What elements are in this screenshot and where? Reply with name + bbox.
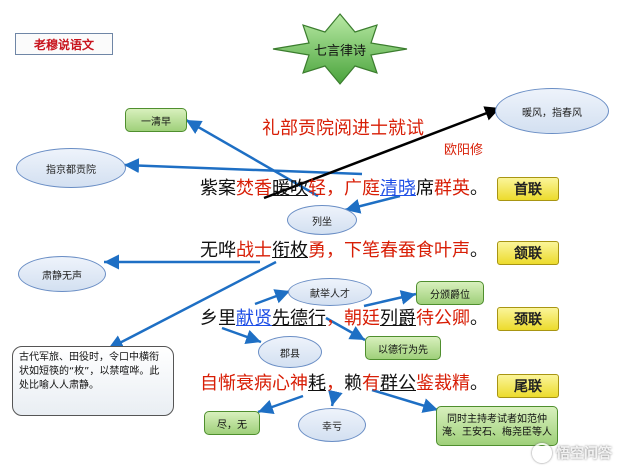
poem-author: 欧阳修 (444, 143, 484, 158)
poem-line-3: 乡里献贤先德行，朝廷列爵待公卿。 (200, 308, 488, 330)
poem-segment: 。 (470, 178, 488, 199)
poem-line-4: 自惭衰病心神耗，赖有群公鉴裁精。 (200, 373, 488, 395)
poem-segment: 自惭衰病心神 (200, 373, 308, 394)
poem-form-label: 七言律诗 (313, 43, 366, 59)
arrow-lai-to-xingkui (328, 389, 343, 407)
couplet-label-1: 首联 (497, 177, 559, 201)
poem-segment: 衔枚 (272, 240, 308, 261)
note-liezuo: 列坐 (287, 205, 357, 235)
poem-segment: 有 (362, 373, 380, 394)
note-yiqingzao: 一清早 (125, 108, 187, 132)
arrow-qingxiao-to-jingdu (123, 158, 363, 176)
poem-segment: 先德行 (272, 308, 326, 329)
note-fenban-juewei: 分颁爵位 (416, 281, 484, 305)
arrow-qingxiao-to-yiqingzao (185, 118, 319, 198)
poem-segment: ， (326, 373, 344, 394)
poem-segment: 列爵 (380, 308, 416, 329)
arrow-xiangli-to-junxian (221, 326, 262, 344)
poem-segment: 清晓 (380, 178, 416, 199)
poem-segment: 鉴裁精 (416, 373, 470, 394)
poem-segment: 乡里 (200, 308, 236, 329)
note-nuanfeng: 暖风，指春风 (495, 88, 609, 134)
poem-segment: 待公卿 (416, 308, 470, 329)
badge-label: 老穆说语文 (33, 37, 94, 52)
note-sujing-wusheng: 肃静无声 (18, 256, 106, 292)
note-xingkui: 幸亏 (298, 408, 366, 442)
couplet-label-3: 颈联 (497, 307, 559, 331)
poem-segment: 焚香 (236, 178, 272, 199)
poem-segment: 席 (416, 178, 434, 199)
poem-segment: 。 (470, 308, 488, 329)
poem-line-2: 无哗战士衔枚勇，下笔春蚕食叶声。 (200, 240, 488, 262)
poem-segment: 勇，下笔春蚕食叶声 (308, 240, 470, 261)
arrow-qungong-to-tongshi (371, 388, 439, 413)
note-jingdu-gongyuan: 指京都贡院 (16, 148, 126, 188)
poem-segment: 。 (470, 373, 488, 394)
poem-segment: 赖 (344, 373, 362, 394)
poem-segment: ，朝廷 (326, 308, 380, 329)
arrow-xianxian-to-xianju (254, 289, 291, 306)
arrow-hao-to-jinwu (257, 394, 304, 415)
poem-segment: 。 (470, 240, 488, 261)
poem-heading: 礼部贡院阅进士就试 (262, 118, 424, 139)
poem-segment: 无哗 (200, 240, 236, 261)
poem-segment: 暖吹 (272, 178, 308, 199)
poem-segment: 耗 (308, 373, 326, 394)
watermark-text: 悟空问答 (556, 446, 612, 462)
arrow-nuanchui-to-nuanfeng (263, 106, 501, 200)
arrow-dexing-to-yidexing (325, 316, 366, 342)
poem-line-1: 紫案焚香暖吹轻，广庭清晓席群英。 (200, 178, 488, 200)
arrow-liejue-to-fenban (363, 290, 417, 308)
poem-segment: 轻，广庭 (308, 178, 380, 199)
couplet-label-4: 尾联 (497, 374, 559, 398)
note-junxian: 郡县 (258, 336, 322, 368)
note-xianju-rencai: 献举人才 (288, 278, 372, 306)
poem-segment: 群公 (380, 373, 416, 394)
arrow-xi-to-liezuo (344, 194, 401, 214)
poem-segment: 献贤 (236, 308, 272, 329)
couplet-label-2: 颔联 (497, 241, 559, 265)
title-star-shape (272, 13, 408, 85)
paw-icon (532, 443, 552, 463)
arrow-xianmei-to-note (107, 260, 277, 351)
poem-segment: 战士 (236, 240, 272, 261)
watermark: 悟空问答 (532, 442, 612, 464)
note-tongshi-zhuchi: 同时主持考试者如范仲淹、王安石、梅尧臣等人 (436, 406, 558, 446)
poem-segment: 群英 (434, 178, 470, 199)
poem-segment: 紫案 (200, 178, 236, 199)
note-gudai-junlv: 古代军旅、田役时，令口中横衔状如短筷的“枚”，以禁喧哗。此处比喻人人肃静。 (12, 346, 174, 416)
note-jin-wu: 尽，无 (204, 411, 260, 435)
badge: 老穆说语文 (15, 33, 113, 55)
note-yidexing-weixian: 以德行为先 (365, 336, 441, 360)
